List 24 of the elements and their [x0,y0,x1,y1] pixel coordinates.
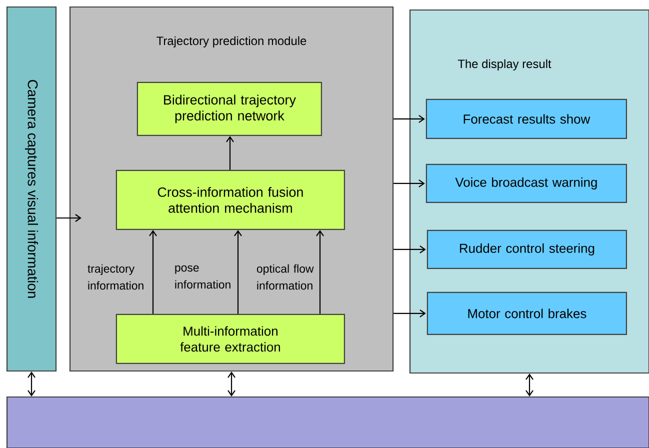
arrow [56,214,82,222]
edge-label: pose information [175,265,230,289]
process-box: Cross-information fusion attention mechanism [116,170,345,230]
arrow [526,374,534,396]
arrow [228,372,236,396]
platform-band [6,396,649,448]
input-band: Camera captures visual information [6,6,57,372]
arrow [394,179,425,188]
process-box: Rudder control steering [426,230,627,269]
edge-label: trajectory information [88,264,144,290]
process-box: Bidirectional trajectory prediction network [136,82,322,136]
process-box: Motor control brakes [426,292,627,335]
arrow [28,372,36,396]
arrow [234,230,242,314]
arrow [226,136,234,170]
edge-label: optical flow information [256,264,314,290]
arrow [394,114,425,123]
arrow [316,230,324,314]
process-box: Voice broadcast warning [426,164,627,203]
arrow [149,230,157,314]
arrow [394,245,426,254]
process-box: Forecast results show [426,98,627,139]
process-box: Multi-information feature extraction [116,314,345,364]
arrow [394,309,426,318]
